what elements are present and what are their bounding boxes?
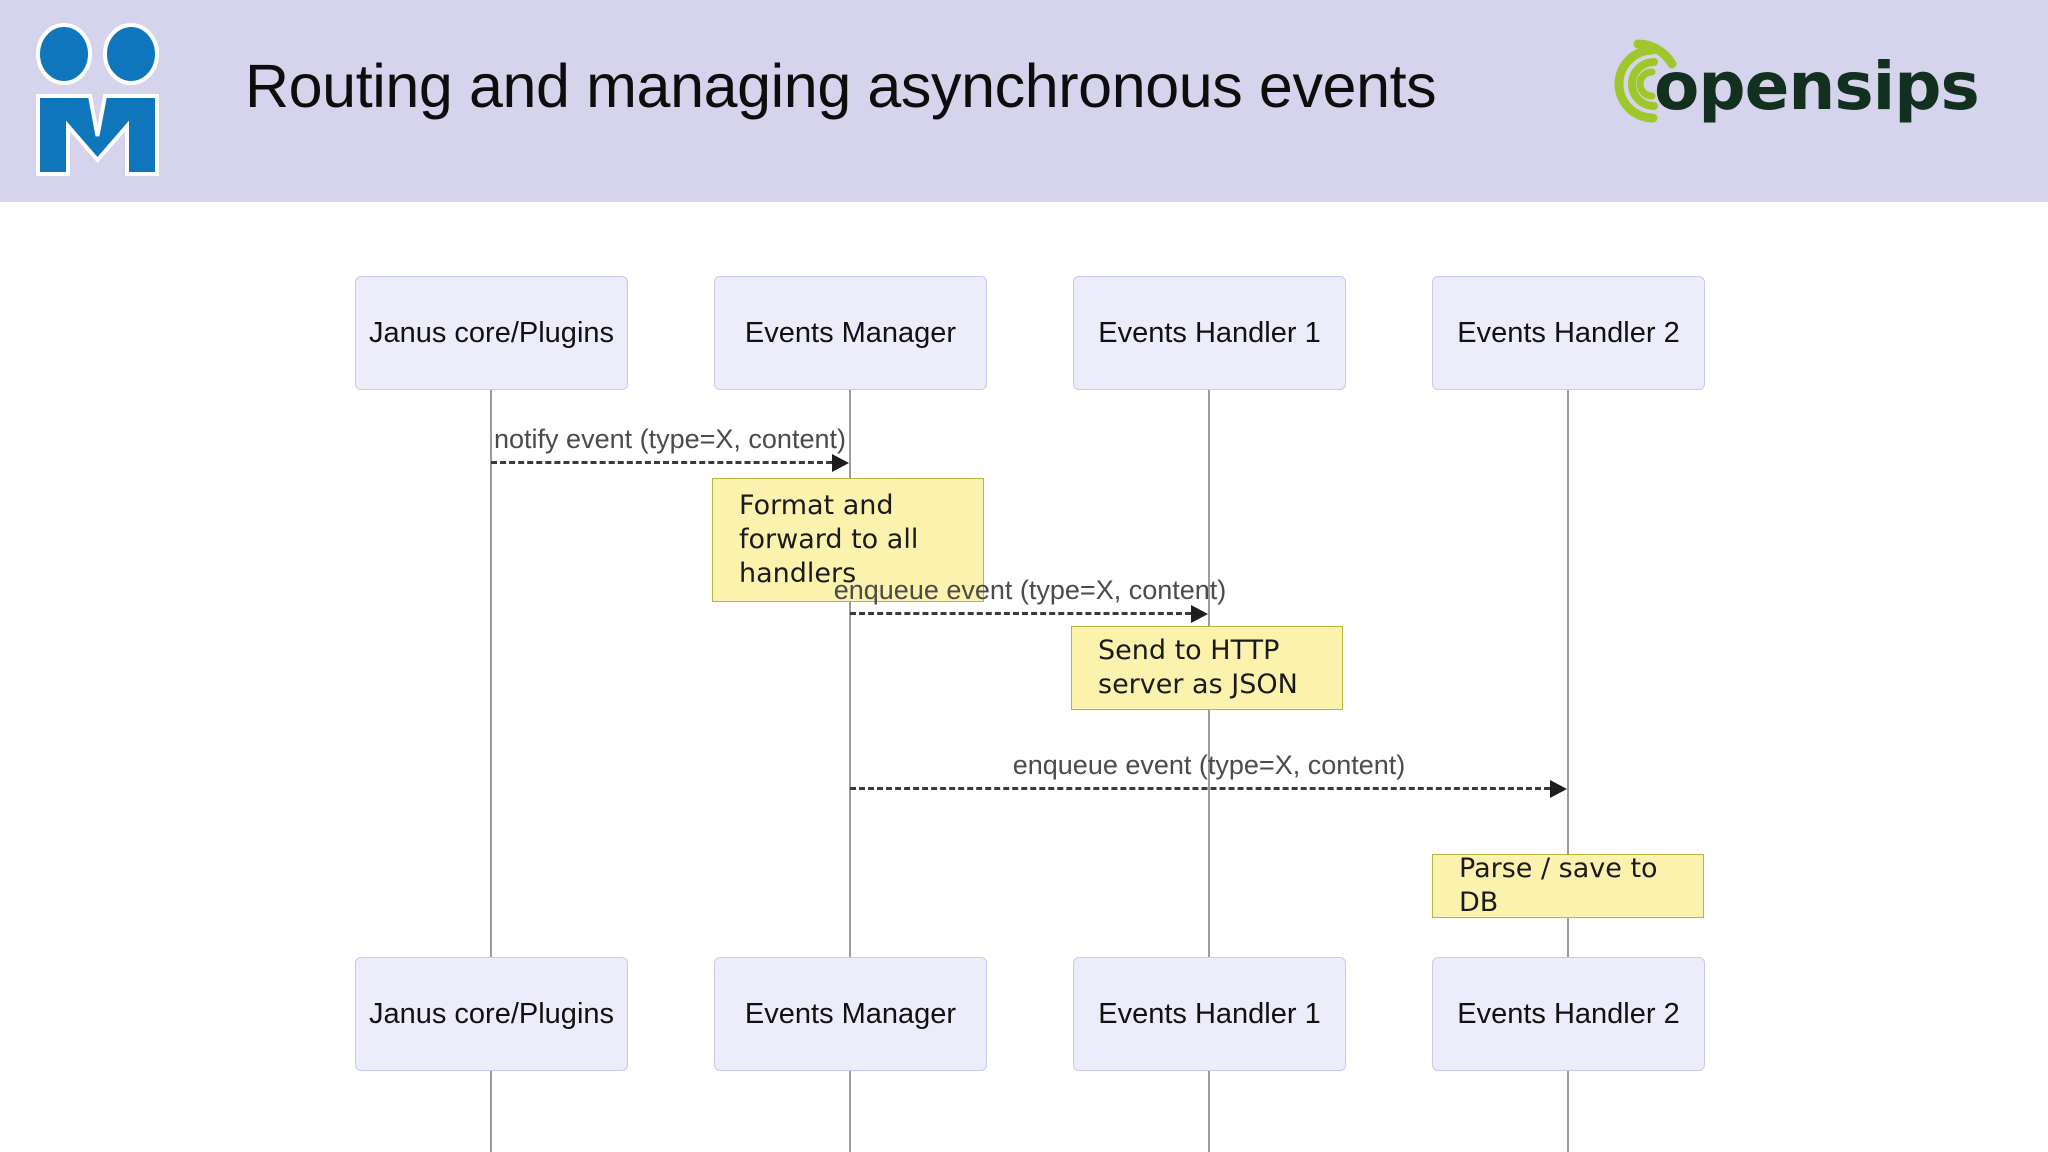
actor-box-handler2-top[interactable]: Events Handler 2 (1432, 276, 1705, 390)
actor-box-manager-top[interactable]: Events Manager (714, 276, 987, 390)
message-arrowhead-1 (832, 454, 849, 472)
message-arrow-1 (491, 461, 832, 464)
sequence-diagram: Janus core/Plugins Events Manager Events… (0, 202, 2048, 1152)
actor-label: Events Manager (744, 997, 957, 1030)
message-arrow-3 (850, 787, 1550, 790)
actor-box-handler1-bottom[interactable]: Events Handler 1 (1073, 957, 1346, 1071)
lifeline-handler1 (1208, 302, 1210, 1152)
lifeline-handler2 (1567, 302, 1569, 1152)
actor-label: Events Manager (744, 316, 957, 349)
message-arrowhead-2 (1191, 605, 1208, 623)
actor-label: Janus core/Plugins (368, 316, 615, 349)
janus-logo-icon (30, 22, 165, 177)
actor-box-janus-bottom[interactable]: Janus core/Plugins (355, 957, 628, 1071)
note-box-format-forward: Format and forward to all handlers (712, 478, 984, 602)
page-title: Routing and managing asynchronous events (245, 52, 1437, 120)
note-text: Format and forward to all handlers (739, 489, 919, 590)
slide-header-band: Routing and managing asynchronous events… (0, 0, 2048, 202)
actor-box-handler2-bottom[interactable]: Events Handler 2 (1432, 957, 1705, 1071)
actor-label: Events Handler 2 (1457, 997, 1680, 1030)
actor-box-manager-bottom[interactable]: Events Manager (714, 957, 987, 1071)
note-text: Parse / save to DB (1459, 852, 1658, 918)
opensips-logo: opensips (1592, 38, 1980, 130)
actor-label: Events Handler 1 (1098, 997, 1321, 1030)
actor-label: Events Handler 2 (1457, 316, 1680, 349)
note-box-send-http: Send to HTTP server as JSON (1071, 626, 1343, 710)
actor-label: Janus core/Plugins (368, 997, 615, 1030)
actor-box-handler1-top[interactable]: Events Handler 1 (1073, 276, 1346, 390)
lifeline-manager (849, 302, 851, 1152)
message-label-3: enqueue event (type=X, content) (1012, 750, 1406, 780)
message-arrowhead-3 (1550, 780, 1567, 798)
message-label-1: notify event (type=X, content) (494, 424, 846, 454)
actor-box-janus-top[interactable]: Janus core/Plugins (355, 276, 628, 390)
lifeline-janus (490, 302, 492, 1152)
note-text: Send to HTTP server as JSON (1098, 634, 1298, 700)
message-label-2: enqueue event (type=X, content) (833, 575, 1227, 605)
opensips-wordmark: opensips (1654, 48, 1977, 125)
message-arrow-2 (850, 612, 1191, 615)
note-box-parse-save: Parse / save to DB (1432, 852, 1704, 918)
actor-label: Events Handler 1 (1098, 316, 1321, 349)
opensips-swirl-icon (1614, 39, 1677, 123)
